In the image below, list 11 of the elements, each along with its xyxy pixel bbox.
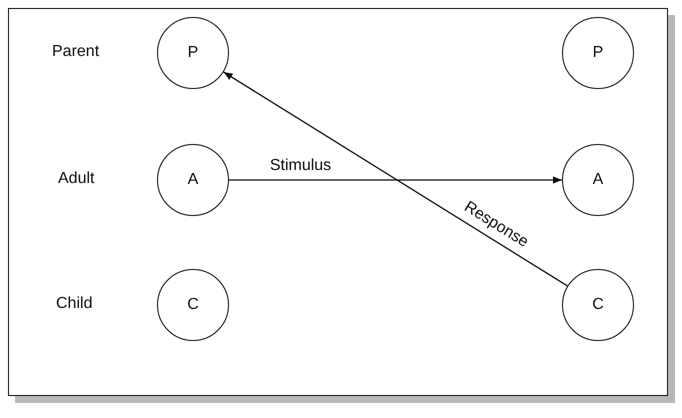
row-label: Parent xyxy=(52,43,100,61)
arrow xyxy=(223,71,568,287)
circle-node: C xyxy=(562,269,634,341)
circle-node: P xyxy=(562,17,634,89)
arrow xyxy=(229,176,562,184)
circle-node: P xyxy=(157,17,229,89)
circle-node: A xyxy=(157,144,229,216)
row-label: Child xyxy=(56,295,92,313)
circle-node: C xyxy=(157,269,229,341)
row-label: Adult xyxy=(58,170,94,188)
circle-node: A xyxy=(562,144,634,216)
